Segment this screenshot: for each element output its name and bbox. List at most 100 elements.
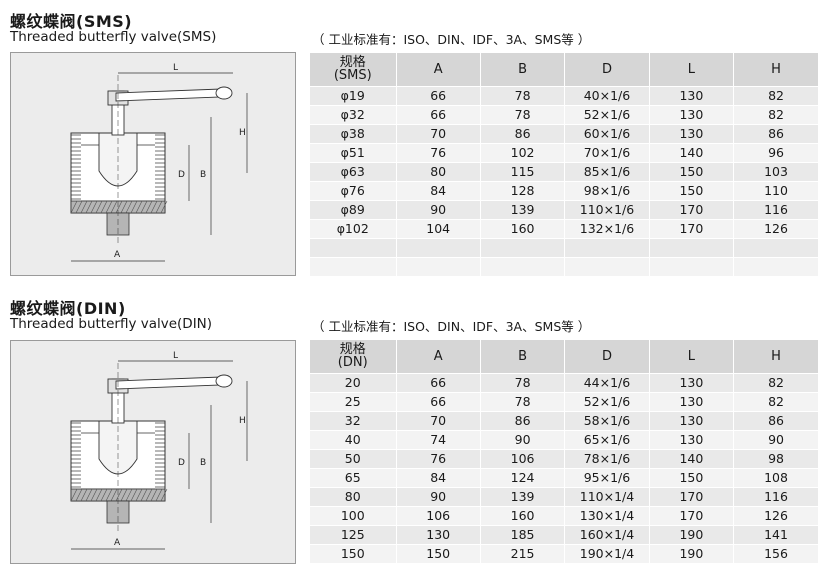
cell-d: 40×1/6: [564, 85, 650, 105]
cell-a: 66: [396, 104, 481, 124]
cell-a: 66: [396, 372, 481, 392]
header-b: B: [480, 340, 566, 373]
cell-a: [396, 237, 481, 257]
cell-b: 139: [480, 199, 566, 219]
cell-a: 84: [396, 180, 481, 200]
handle-knob: [215, 86, 233, 100]
hatch-line: [90, 200, 98, 214]
hatch-line: [125, 488, 133, 502]
handle-knob: [215, 374, 233, 388]
hatch-line: [120, 488, 128, 502]
cell-size: 50: [310, 448, 397, 468]
cell-d: 190×1/4: [564, 543, 650, 563]
hatch-line: [110, 488, 118, 502]
dim-label-l: L: [173, 351, 178, 361]
hatch-line: [95, 200, 103, 214]
cell-h: 156: [733, 543, 818, 563]
cell-a: 90: [396, 199, 481, 219]
hatch-line: [160, 200, 168, 214]
cell-a: 70: [396, 123, 481, 143]
cell-b: 102: [480, 142, 566, 162]
cell-h: 126: [733, 505, 818, 525]
cell-h: 82: [733, 372, 818, 392]
dim-label-d: D: [178, 458, 185, 468]
header-h: H: [733, 53, 818, 86]
cell-b: 124: [480, 467, 566, 487]
cell-h: 86: [733, 410, 818, 430]
cell-size: φ63: [310, 161, 397, 181]
cell-size: 32: [310, 410, 397, 430]
cell-d: [564, 256, 650, 276]
cell-size: 150: [310, 543, 397, 563]
cell-l: 190: [649, 543, 735, 563]
cell-b: 78: [480, 85, 566, 105]
hatch-line: [150, 488, 158, 502]
standards-note: （ 工业标准有：ISO、DIN、IDF、3A、SMS等 ）: [312, 32, 591, 47]
cell-size: 125: [310, 524, 397, 544]
cell-b: 115: [480, 161, 566, 181]
cell-a: 76: [396, 142, 481, 162]
cell-a: 70: [396, 410, 481, 430]
cell-l: 190: [649, 524, 735, 544]
table-row: [310, 256, 818, 276]
cell-size: [310, 237, 397, 257]
hatch-line: [130, 200, 138, 214]
cell-a: 66: [396, 391, 481, 411]
cell-h: 116: [733, 486, 818, 506]
cell-l: 140: [649, 448, 735, 468]
cell-h: 108: [733, 467, 818, 487]
hatch-line: [85, 488, 93, 502]
cell-b: 90: [480, 429, 566, 449]
hatch-line: [105, 200, 113, 214]
cell-size: 25: [310, 391, 397, 411]
cell-l: [649, 237, 735, 257]
cell-h: 98: [733, 448, 818, 468]
hatch-line: [75, 200, 83, 214]
cell-b: 185: [480, 524, 566, 544]
header-size: 规格(SMS): [310, 53, 397, 86]
cell-a: 106: [396, 505, 481, 525]
cell-b: 86: [480, 123, 566, 143]
cell-h: [733, 256, 818, 276]
hatch-line: [90, 488, 98, 502]
cell-d: [564, 237, 650, 257]
header-d: D: [564, 340, 650, 373]
cell-b: 78: [480, 372, 566, 392]
cell-l: 130: [649, 123, 735, 143]
cell-l: 140: [649, 142, 735, 162]
hatch-line: [120, 200, 128, 214]
hatch-line: [160, 488, 168, 502]
cell-l: 170: [649, 199, 735, 219]
cell-d: 98×1/6: [564, 180, 650, 200]
hatch-line: [140, 200, 148, 214]
cell-a: 104: [396, 218, 481, 238]
cell-d: 130×1/4: [564, 505, 650, 525]
section-title-en: Threaded butterfly valve(DIN): [10, 316, 213, 332]
cell-d: 52×1/6: [564, 391, 650, 411]
hatch-line: [155, 488, 163, 502]
cell-a: 150: [396, 543, 481, 563]
cell-d: 85×1/6: [564, 161, 650, 181]
cell-l: 150: [649, 467, 735, 487]
cell-size: 80: [310, 486, 397, 506]
hatch-line: [95, 488, 103, 502]
hatch-line: [130, 488, 138, 502]
cell-h: 116: [733, 199, 818, 219]
cell-a: 74: [396, 429, 481, 449]
